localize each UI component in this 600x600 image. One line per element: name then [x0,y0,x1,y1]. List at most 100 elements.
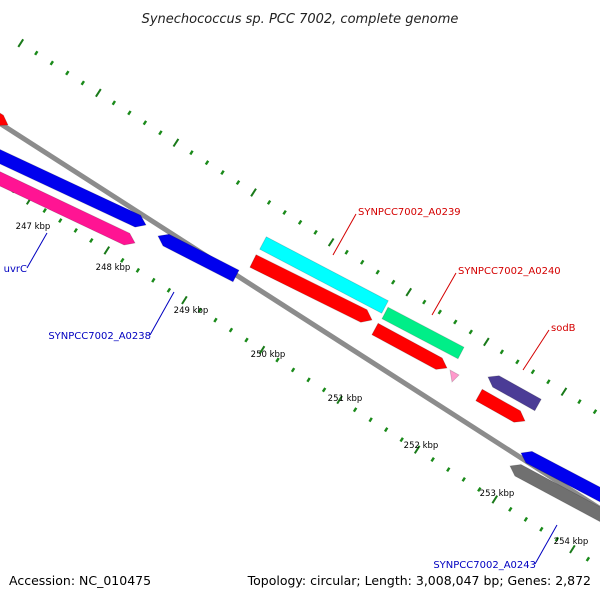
tick-label: 251 kbp [328,394,363,404]
outer-ruler-minor-tick [189,150,194,156]
inner-ruler-minor-tick [321,387,327,393]
synpcc7002-a0240-label[interactable]: SYNPCC7002_A0240 [458,266,561,277]
red-gene-right[interactable] [475,388,526,423]
tick-marks: 247 kbp 248 kbp 249 kbp 250 kbp 251 kbp 252 k… [0,38,598,562]
inner-ruler-minor-tick [352,407,358,413]
inner-ruler-minor-tick [523,516,529,522]
pink-small-feature[interactable] [449,369,460,383]
outer-ruler-minor-tick [49,60,55,66]
outer-ruler-major-tick [405,287,413,297]
outer-ruler-minor-tick [592,409,598,415]
inner-ruler-minor-tick [477,486,482,492]
red-gene-center[interactable] [249,254,373,323]
outer-ruler-minor-tick [34,50,39,56]
SYNPCC7002_A0239-gene[interactable] [259,236,389,314]
outer-ruler-minor-tick [158,130,163,136]
outer-ruler-minor-tick [313,229,318,235]
outer-ruler-minor-tick [546,379,551,385]
outer-ruler-major-tick [560,387,568,397]
inner-ruler-minor-tick [135,267,141,273]
outer-ruler-minor-tick [142,120,148,126]
synpcc7002-a0243-leader-line [534,524,558,565]
inner-ruler-minor-tick [399,437,404,443]
sodb-label[interactable]: sodB [551,323,576,334]
inner-ruler-minor-tick [228,327,234,333]
outer-ruler-minor-tick [530,369,536,375]
inner-ruler-minor-tick [42,208,47,214]
inner-ruler-minor-tick [585,556,591,562]
outer-ruler-minor-tick [468,329,474,335]
outer-ruler-minor-tick [453,319,458,325]
inner-ruler-major-tick [103,246,111,255]
inner-ruler-major-tick [569,544,576,554]
outer-ruler-minor-tick [80,80,86,86]
red-gene-top-left[interactable] [0,103,9,126]
uvrC-gene[interactable] [0,161,136,246]
blue-gene-left-outer[interactable] [0,139,147,228]
inner-ruler-minor-tick [508,506,513,512]
synpcc7002-a0239-leader-line [332,213,357,256]
inner-ruler-minor-tick [213,317,218,323]
outer-ruler-minor-tick [390,279,396,285]
outer-ruler-minor-tick [437,309,443,315]
gray-gene-bottom-right[interactable] [509,464,600,531]
outer-ruler-minor-tick [127,110,132,116]
inner-ruler-major-tick [181,295,188,305]
outer-ruler-major-tick [327,237,335,247]
outer-ruler-minor-tick [235,180,241,186]
SYNPCC7002_A0240-gene[interactable] [381,306,465,360]
tick-label: 254 kbp [554,537,589,547]
outer-ruler-minor-tick [65,70,70,76]
inner-ruler-major-tick [413,445,421,454]
outer-ruler-minor-tick [515,359,520,365]
blue-gene-bottom-right[interactable] [520,450,600,510]
inner-ruler-minor-tick [306,377,311,383]
SYNPCC7002_A0238-gene[interactable] [157,233,240,283]
outer-ruler-major-tick [17,38,25,48]
inner-ruler-minor-tick [166,287,172,293]
inner-ruler-minor-tick [58,218,63,224]
outer-ruler-minor-tick [375,269,380,275]
inner-ruler-minor-tick [554,536,560,542]
outer-ruler-minor-tick [359,259,365,265]
inner-ruler-major-tick [258,345,266,355]
outer-ruler-minor-tick [282,209,287,215]
tick-label: 253 kbp [480,489,515,499]
gene-features [0,103,600,531]
inner-ruler-minor-tick [446,467,451,473]
map-title: Synechococcus sp. PCC 7002, complete gen… [142,12,459,27]
tick-label: 248 kbp [96,263,131,273]
tick-label: 247 kbp [16,222,51,232]
tick-label: 249 kbp [174,306,209,316]
outer-ruler-minor-tick [577,399,582,405]
genome-backbone [0,120,600,512]
sodb-leader-line [522,329,550,371]
outer-ruler-minor-tick [111,100,117,106]
outer-ruler-minor-tick [499,349,505,355]
tick-label: 252 kbp [404,441,439,451]
inner-ruler-major-tick [336,395,343,405]
red-gene-center-right[interactable] [371,322,448,370]
outer-ruler-major-tick [172,138,180,148]
synpcc7002-a0238-label[interactable]: SYNPCC7002_A0238 [48,331,151,342]
sodB-gene[interactable] [487,375,542,412]
uvrc-leader-line [26,232,48,269]
outer-ruler-minor-tick [344,249,349,255]
inner-ruler-minor-tick [275,357,280,363]
inner-ruler-minor-tick [430,457,435,463]
inner-ruler-minor-tick [368,417,373,423]
outer-ruler-minor-tick [266,199,272,205]
tick-label: 250 kbp [251,350,286,360]
inner-ruler-minor-tick [244,337,249,343]
outer-ruler-major-tick [483,337,490,347]
synpcc7002-a0243-label[interactable]: SYNPCC7002_A0243 [433,560,536,571]
synpcc7002-a0239-label[interactable]: SYNPCC7002_A0239 [358,207,461,218]
inner-ruler-minor-tick [89,237,94,243]
inner-ruler-minor-tick [539,526,544,532]
uvrc-label[interactable]: uvrC [4,264,27,275]
inner-ruler-minor-tick [290,367,296,373]
outer-ruler-minor-tick [204,160,210,166]
